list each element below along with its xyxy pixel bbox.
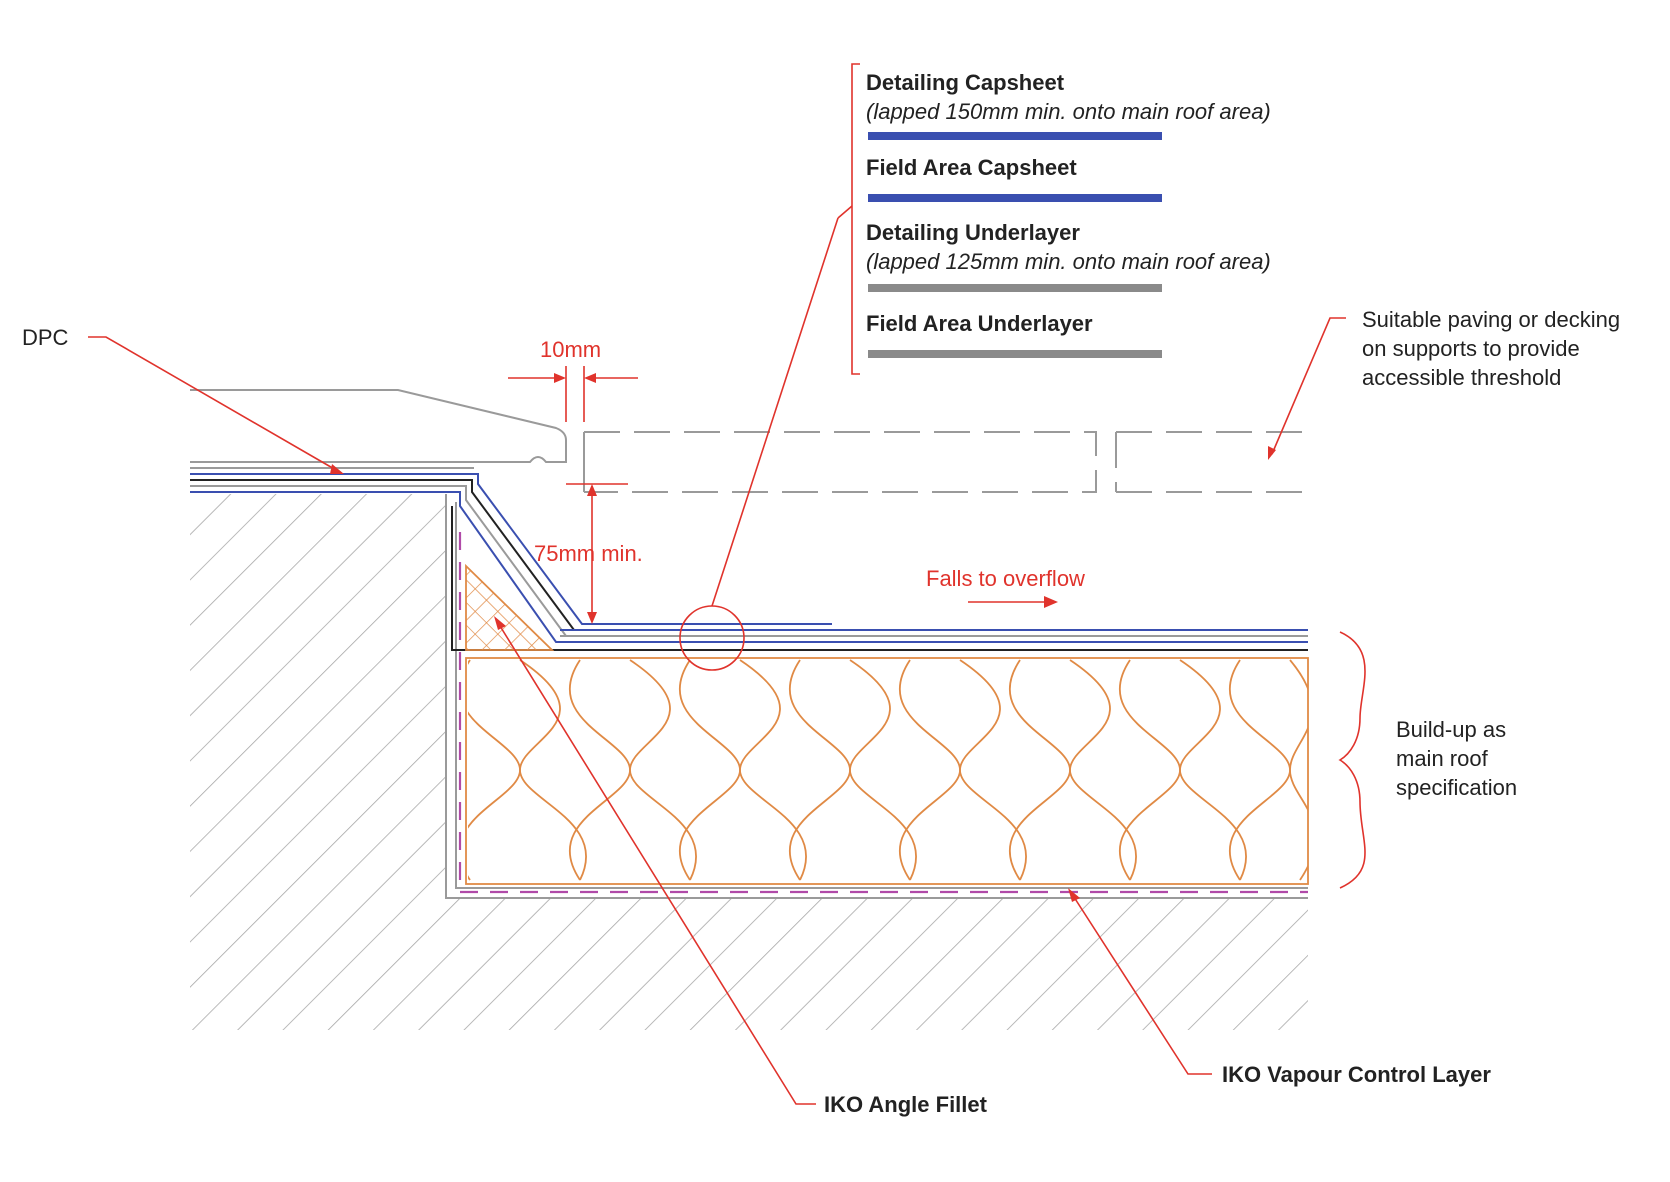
detail-callout-circle (679, 605, 745, 671)
paving-label-line-3: accessible threshold (1362, 365, 1561, 390)
legend-detailing-capsheet: Detailing Capsheet (866, 70, 1065, 95)
legend-detailing-underlayer-note: (lapped 125mm min. onto main roof area) (866, 249, 1271, 274)
door-threshold-sill (190, 389, 567, 463)
paving-callout: Suitable paving or decking on supports t… (1268, 307, 1620, 460)
legend-swatch-detailing-capsheet (868, 132, 1162, 140)
upstand-membrane-layers (190, 467, 1308, 889)
insulation-board (465, 657, 1309, 885)
upstand-dimension: 75mm min. (534, 483, 643, 624)
gap-dimension: 10mm (508, 337, 638, 422)
structure-hatching (190, 494, 1308, 1030)
angle-fillet-callout: IKO Angle Fillet (494, 616, 988, 1117)
legend-field-capsheet: Field Area Capsheet (866, 155, 1077, 180)
angle-fillet (465, 563, 555, 651)
upstand-dimension-label: 75mm min. (534, 541, 643, 566)
paving-label-line-1: Suitable paving or decking (1362, 307, 1620, 332)
legend-field-underlayer: Field Area Underlayer (866, 311, 1093, 336)
buildup-label-line-1: Build-up as (1396, 717, 1506, 742)
paving-decking-outline (583, 431, 1308, 493)
vcl-callout: IKO Vapour Control Layer (1068, 888, 1491, 1087)
legend-leader-tick (837, 205, 853, 219)
legend-swatch-field-capsheet (868, 194, 1162, 202)
legend-swatch-detailing-underlayer (868, 284, 1162, 292)
buildup-callout: Build-up as main roof specification (1338, 631, 1517, 889)
legend-leader-line (711, 217, 839, 607)
dpc-label: DPC (22, 325, 69, 350)
legend-detailing-underlayer: Detailing Underlayer (866, 220, 1080, 245)
falls-arrow: Falls to overflow (926, 566, 1085, 608)
dpc-callout: DPC (22, 325, 344, 474)
legend-bracket (851, 63, 860, 375)
buildup-label-line-3: specification (1396, 775, 1517, 800)
vcl-label: IKO Vapour Control Layer (1222, 1062, 1491, 1087)
layer-legend: Detailing Capsheet (lapped 150mm min. on… (866, 70, 1271, 358)
angle-fillet-label: IKO Angle Fillet (824, 1092, 988, 1117)
legend-swatch-field-underlayer (868, 350, 1162, 358)
gap-dimension-label: 10mm (540, 337, 601, 362)
buildup-label-line-2: main roof (1396, 746, 1489, 771)
vapour-control-layer-line (458, 532, 1308, 894)
falls-label: Falls to overflow (926, 566, 1085, 591)
legend-detailing-capsheet-note: (lapped 150mm min. onto main roof area) (866, 99, 1271, 124)
field-membranes (560, 629, 1308, 651)
paving-label-line-2: on supports to provide (1362, 336, 1580, 361)
